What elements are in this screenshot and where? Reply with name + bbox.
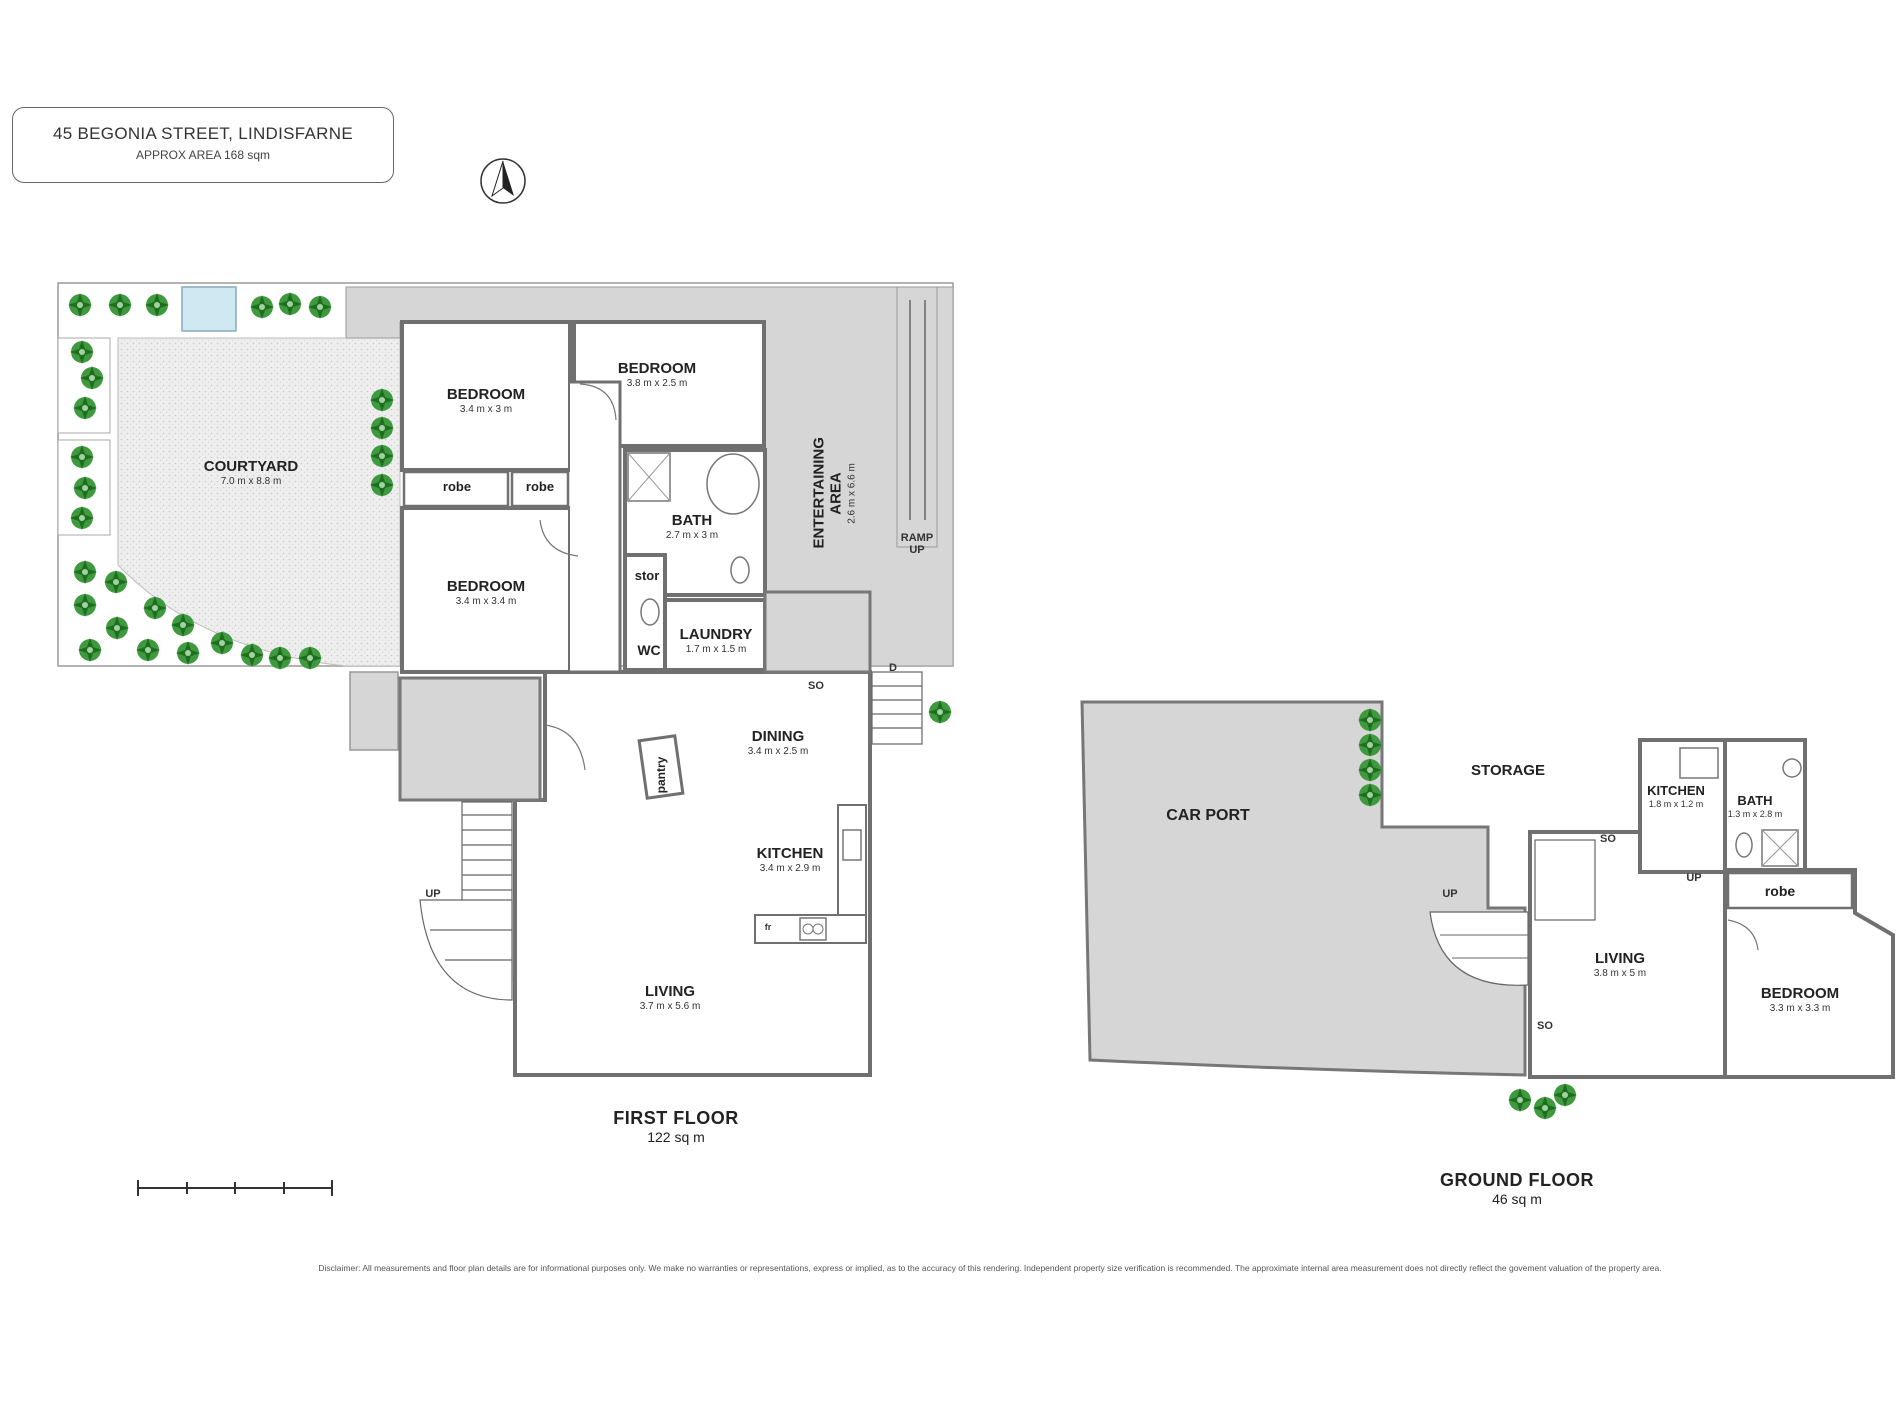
ff-up-marker: UP	[425, 888, 441, 900]
ff-bedroom2-label: BEDROOM 3.8 m x 2.5 m	[617, 360, 697, 389]
scale-bar	[137, 1180, 333, 1196]
gf-bedroom-room	[1723, 868, 1895, 1079]
ff-ramp-label: RAMP UP	[900, 532, 934, 556]
address-box: 45 BEGONIA STREET, LINDISFARNE APPROX AR…	[12, 107, 394, 183]
carport-slab	[1080, 700, 1527, 1077]
ff-robe1-label: robe	[442, 479, 472, 494]
ramp	[896, 286, 938, 548]
ff-laundry-label: LAUNDRY 1.7 m x 1.5 m	[679, 626, 753, 655]
ff-bedroom1-label: BEDROOM 3.4 m x 3 m	[446, 386, 526, 415]
pool	[181, 286, 237, 332]
gf-up-marker-1: UP	[1442, 888, 1458, 900]
gf-bedroom-label: BEDROOM 3.3 m x 3.3 m	[1760, 985, 1840, 1014]
ff-bath-label: BATH 2.7 m x 3 m	[665, 512, 719, 541]
gf-living-label: LIVING 3.8 m x 5 m	[1593, 950, 1647, 979]
ff-fridge-marker: fr	[764, 922, 772, 932]
robe2-box	[510, 470, 570, 508]
first-floor-stairs	[419, 801, 513, 1001]
gf-so-marker-2: SO	[1537, 1020, 1553, 1032]
ff-d-marker: D	[889, 662, 897, 674]
address: 45 BEGONIA STREET, LINDISFARNE	[53, 124, 353, 143]
ff-bedroom3-label: BEDROOM 3.4 m x 3.4 m	[446, 578, 526, 607]
ff-living-label: LIVING 3.7 m x 5.6 m	[639, 983, 701, 1012]
approx-area: APPROX AREA 168 sqm	[135, 148, 271, 162]
ff-kitchen-label: KITCHEN 3.4 m x 2.9 m	[756, 845, 824, 874]
gf-kitchen-label: KITCHEN 1.8 m x 1.2 m	[1647, 783, 1705, 809]
ff-pantry-label: pantry	[654, 756, 668, 794]
north-arrow-icon	[480, 158, 526, 204]
ff-so-marker: SO	[808, 680, 824, 692]
robe1-box	[402, 470, 510, 508]
ff-stor-label: stor	[634, 568, 660, 583]
ff-entertaining-label: ENTERTAINING AREA 2.6 m x 6.6 m	[810, 437, 858, 549]
gf-carport-label: CAR PORT	[1166, 807, 1250, 824]
gf-up-marker-2: UP	[1686, 872, 1702, 884]
ff-wc-label: WC	[637, 642, 661, 658]
disclaimer-text: Disclaimer: All measurements and floor p…	[318, 1263, 1662, 1273]
gf-robe-label: robe	[1764, 883, 1796, 899]
gf-bath-label: BATH 1.3 m x 2.8 m	[1727, 793, 1783, 819]
gf-storage-label: STORAGE	[1471, 762, 1545, 779]
gf-robe-box	[1726, 871, 1854, 910]
bedroom3-room	[400, 506, 572, 674]
gf-so-marker-1: SO	[1600, 833, 1616, 845]
pantry-box	[637, 734, 685, 800]
first-floor-caption: FIRST FLOOR 122 sq m	[613, 1108, 739, 1145]
ground-floor-caption: GROUND FLOOR 46 sq m	[1440, 1170, 1594, 1207]
ff-dining-label: DINING 3.4 m x 2.5 m	[747, 728, 809, 757]
ff-robe2-label: robe	[525, 479, 555, 494]
ff-courtyard-label: COURTYARD 7.0 m x 8.8 m	[203, 458, 299, 487]
